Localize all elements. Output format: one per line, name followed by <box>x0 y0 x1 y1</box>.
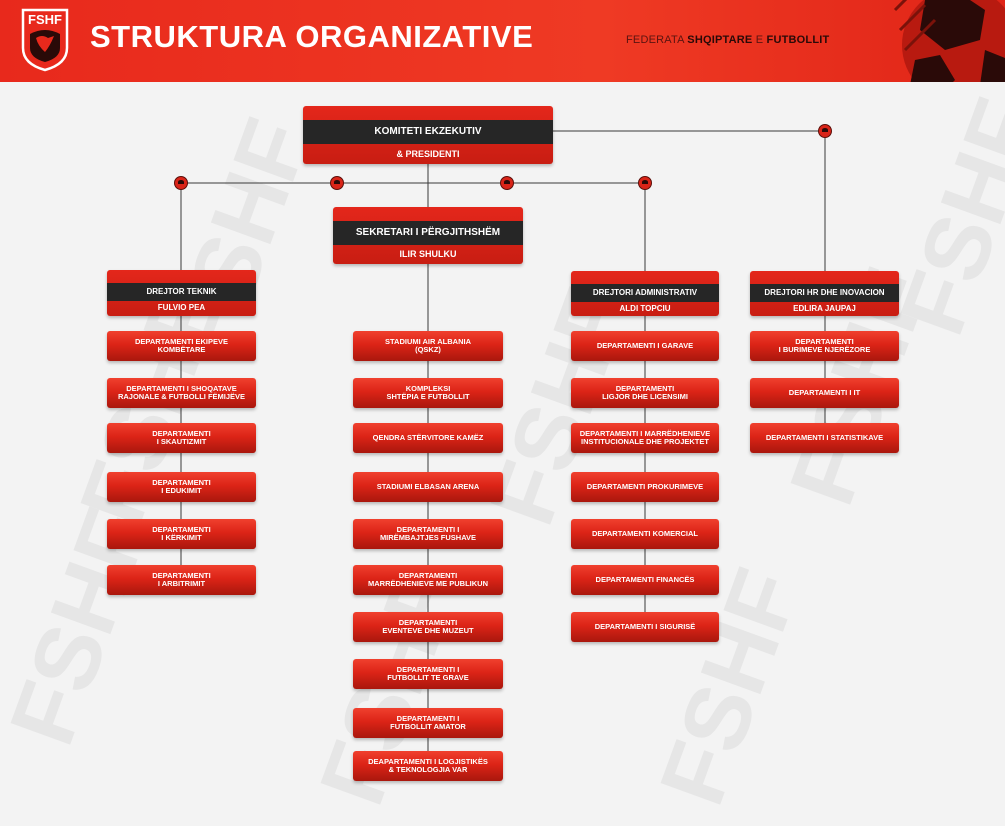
department-box: STADIUMI AIR ALBANIA(QSKZ) <box>353 331 503 361</box>
connector-node-icon <box>818 124 832 138</box>
secretary-title: SEKRETARI I PËRGJITHSHËM <box>333 221 523 245</box>
department-box: DEPARTAMENTI I STATISTIKAVE <box>750 423 899 453</box>
technical-director-name: FULVIO PEA <box>157 303 206 312</box>
department-box: DEPARTAMENTI KOMERCIAL <box>571 519 719 549</box>
fshf-logo: FSHF <box>20 8 70 72</box>
federation-name: FEDERATA SHQIPTARE E FUTBOLLIT <box>626 34 830 46</box>
department-box: DEPARTAMENTI I GARAVE <box>571 331 719 361</box>
connector-node-icon <box>330 176 344 190</box>
hr-director-box: DREJTORI HR DHE INOVACION EDLIRA JAUPAJ <box>750 271 899 316</box>
hr-director-name: EDLIRA JAUPAJ <box>793 304 856 313</box>
administrative-director-name: ALDI TOPCIU <box>619 304 671 313</box>
technical-director-title: DREJTOR TEKNIK <box>107 283 256 301</box>
department-box: DEPARTAMENTI FINANCËS <box>571 565 719 595</box>
department-box: DEPARTAMENTI I SIGURISË <box>571 612 719 642</box>
department-box: DEAPARTAMENTI I LOGJISTIKËS& TEKNOLOGJIA… <box>353 751 503 781</box>
department-box: QENDRA STËRVITORE KAMËZ <box>353 423 503 453</box>
page-title: STRUKTURA ORGANIZATIVE <box>90 19 534 54</box>
administrative-director-title: DREJTORI ADMINISTRATIV <box>571 284 719 302</box>
executive-committee-box: KOMITETI EKZEKUTIV & PRESIDENTI <box>303 106 553 164</box>
general-secretary-box: SEKRETARI I PËRGJITHSHËM ILIR SHULKU <box>333 207 523 264</box>
technical-director-box: DREJTOR TEKNIK FULVIO PEA <box>107 270 256 316</box>
connector-node-icon <box>638 176 652 190</box>
logo-text: FSHF <box>28 12 62 27</box>
hr-director-title: DREJTORI HR DHE INOVACION <box>750 284 899 302</box>
department-box: DEPARTAMENTI I IT <box>750 378 899 408</box>
secretary-name: ILIR SHULKU <box>399 249 457 259</box>
administrative-director-box: DREJTORI ADMINISTRATIV ALDI TOPCIU <box>571 271 719 316</box>
executive-subtitle: & PRESIDENTI <box>396 149 460 159</box>
department-box: DEPARTAMENTI PROKURIMEVE <box>571 472 719 502</box>
header-bar: FSHF STRUKTURA ORGANIZATIVE FEDERATA SHQ… <box>0 0 1005 82</box>
executive-title: KOMITETI EKZEKUTIV <box>303 120 553 144</box>
connector-node-icon <box>174 176 188 190</box>
connector-node-icon <box>500 176 514 190</box>
ball-decoration <box>893 0 1005 82</box>
department-box: STADIUMI ELBASAN ARENA <box>353 472 503 502</box>
